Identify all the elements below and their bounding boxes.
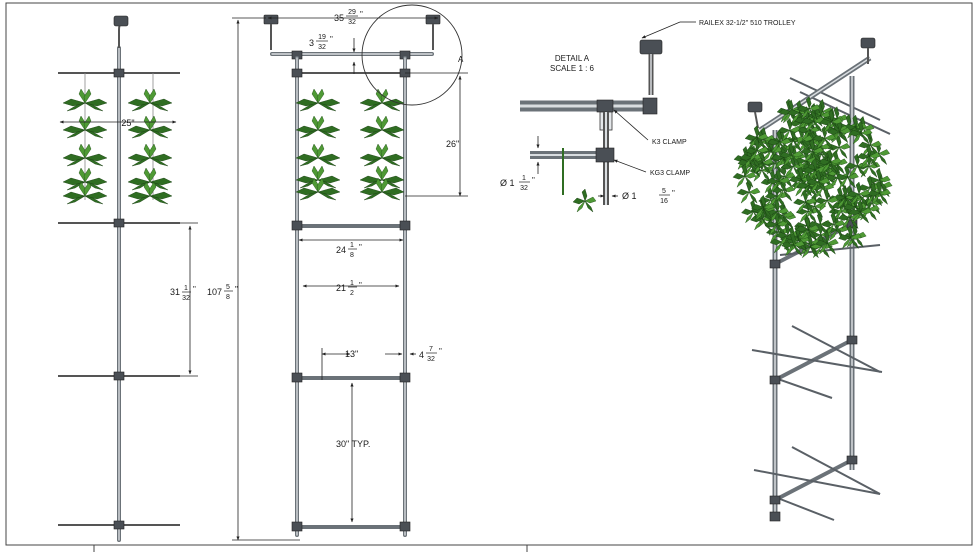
offset-dim: 4 7 32 " — [419, 346, 442, 363]
svg-text:4: 4 — [419, 350, 424, 360]
detail-a-marker: A — [458, 55, 464, 64]
inner-width-dim: 21 1 2 " — [336, 280, 362, 297]
svg-text:": " — [235, 285, 238, 294]
half-span-dim: 13" — [345, 349, 358, 359]
svg-text:": " — [193, 285, 196, 294]
side-width-dim: 25" — [121, 118, 134, 128]
post-diameter-dim: Ø 1 5 16 " — [622, 188, 675, 205]
svg-text:1: 1 — [350, 242, 354, 249]
svg-text:1: 1 — [522, 175, 526, 182]
trolley-label: RAILEX 32-1/2" 510 TROLLEY — [699, 20, 796, 27]
svg-text:Ø 1: Ø 1 — [622, 191, 637, 201]
svg-text:32: 32 — [182, 295, 190, 302]
svg-text:": " — [672, 189, 675, 198]
svg-text:3: 3 — [309, 38, 314, 48]
svg-text:16: 16 — [660, 198, 668, 205]
detail-a-scale: SCALE 1 : 6 — [550, 64, 595, 73]
top-drop-dim: 3 19 32 " — [309, 34, 333, 51]
svg-text:Ø 1: Ø 1 — [500, 178, 515, 188]
svg-text:7: 7 — [429, 346, 433, 353]
canopy-height-dim: 26" — [446, 139, 459, 149]
tier-spacing-dim: 30" TYP. — [336, 439, 370, 449]
svg-text:": " — [439, 347, 442, 356]
overall-height-dim: 107 5 8 " — [207, 284, 238, 301]
svg-text:32: 32 — [348, 19, 356, 26]
svg-text:": " — [359, 281, 362, 290]
svg-text:32: 32 — [427, 356, 435, 363]
bar-width-dim: 24 1 8 " — [336, 242, 362, 259]
svg-text:": " — [532, 176, 535, 185]
side-spacing-dim: 31 1 32 " — [170, 285, 196, 302]
svg-text:32: 32 — [520, 185, 528, 192]
side-view — [58, 15, 198, 542]
svg-text:107: 107 — [207, 287, 222, 297]
svg-text:1: 1 — [350, 280, 354, 287]
svg-text:2: 2 — [350, 290, 354, 297]
svg-text:5: 5 — [226, 284, 230, 291]
svg-text:31: 31 — [170, 287, 180, 297]
svg-text:21: 21 — [336, 283, 346, 293]
svg-text:8: 8 — [350, 252, 354, 259]
svg-text:35: 35 — [334, 13, 344, 23]
pipe-diameter-dim: Ø 1 1 32 " — [500, 175, 535, 192]
svg-text:8: 8 — [226, 294, 230, 301]
svg-text:": " — [330, 35, 333, 44]
svg-text:19: 19 — [318, 34, 326, 41]
svg-text:1: 1 — [184, 285, 188, 292]
kg3-clamp-label: KG3 CLAMP — [650, 170, 690, 177]
top-width-dim: 35 29 32 " — [334, 9, 363, 26]
svg-text:24: 24 — [336, 245, 346, 255]
svg-text:29: 29 — [348, 9, 356, 16]
svg-text:": " — [360, 10, 363, 19]
detail-a-callout-circle — [361, 4, 463, 106]
svg-text:32: 32 — [318, 44, 326, 51]
detail-a-title: DETAIL A — [555, 54, 590, 63]
k3-clamp-label: K3 CLAMP — [652, 139, 687, 146]
svg-text:5: 5 — [662, 188, 666, 195]
detail-a-view — [520, 21, 696, 213]
front-view — [232, 4, 468, 541]
svg-text:": " — [359, 243, 362, 252]
